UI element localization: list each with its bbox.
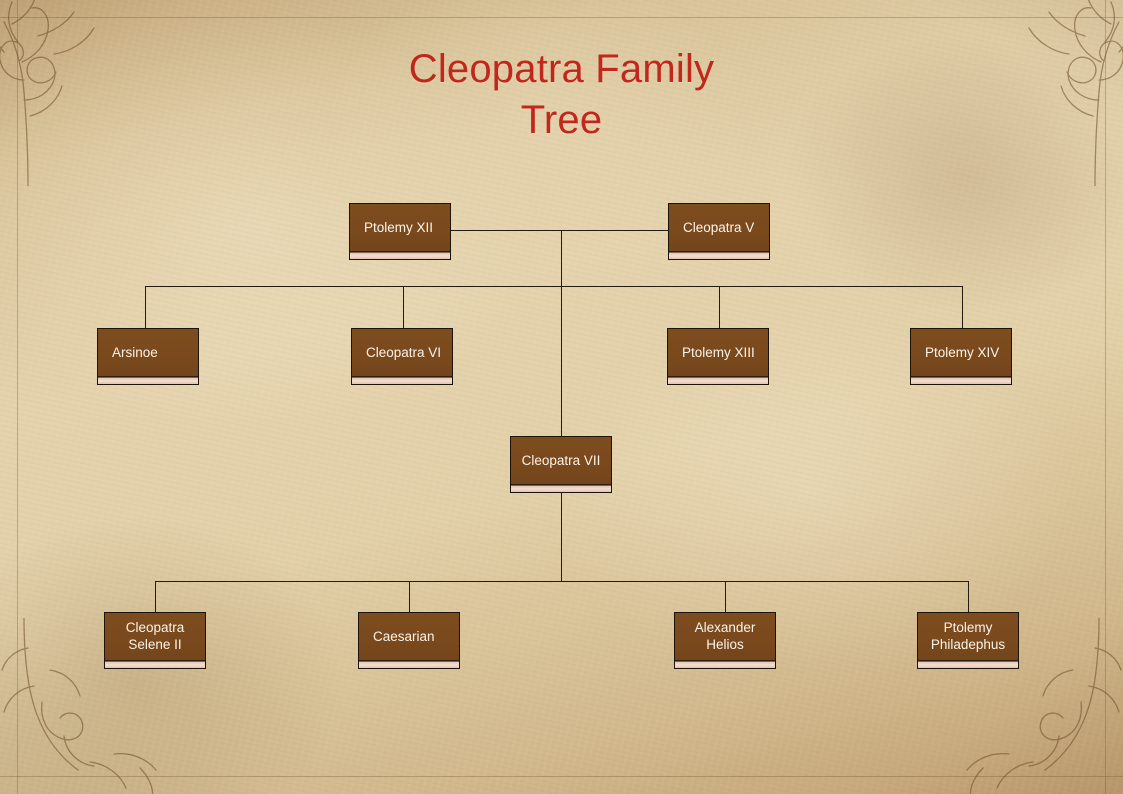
node-label: Caesarian [373,628,435,644]
node-cleopatra-vii[interactable]: Cleopatra VII [510,436,612,493]
connector-drop-ptolemy-xiv [962,286,963,328]
node-alexander-helios[interactable]: Alexander Helios [674,612,776,669]
node-label: Cleopatra V [683,219,755,235]
connector-drop-ptolemy-xiii [719,286,720,328]
connector-marriage-horizontal [450,230,672,231]
node-caesarian[interactable]: Caesarian [358,612,460,669]
connector-drop-cleopatra-vi [403,286,404,328]
node-label: Arsinoe [112,344,158,360]
node-cleopatra-vi[interactable]: Cleopatra VI [351,328,453,385]
node-label: Ptolemy Philadephus [930,620,1006,652]
node-label: Alexander Helios [694,620,756,652]
frame-rule-bottom [0,776,1123,777]
node-cleopatra-selene-ii[interactable]: Cleopatra Selene II [104,612,206,669]
node-label: Ptolemy XIV [925,344,1000,360]
node-ptolemy-xii[interactable]: Ptolemy XII [349,203,451,260]
frame-rule-top [0,17,1123,18]
connector-drop-ptolemy-philadephus [968,581,969,612]
page-title: Cleopatra Family Tree [408,47,715,142]
connector-drop-caesarian [409,581,410,612]
node-arsinoe[interactable]: Arsinoe [97,328,199,385]
connector-child-bus [155,581,969,582]
connector-drop-arsinoe [145,286,146,328]
node-cleopatra-v[interactable]: Cleopatra V [668,203,770,260]
node-label: Cleopatra Selene II [125,620,185,652]
connector-drop-cleopatra-selene-ii [155,581,156,612]
connector-cleopatra-vii-drop [561,492,562,581]
node-ptolemy-xiv[interactable]: Ptolemy XIV [910,328,1012,385]
node-label: Cleopatra VII [521,452,601,468]
node-label: Ptolemy XIII [682,344,755,360]
connector-sibling-bus [145,286,962,287]
node-ptolemy-philadephus[interactable]: Ptolemy Philadephus [917,612,1019,669]
node-label: Ptolemy XII [364,219,434,235]
connector-marriage-drop [561,230,562,436]
connector-drop-alexander-helios [725,581,726,612]
node-ptolemy-xiii[interactable]: Ptolemy XIII [667,328,769,385]
node-label: Cleopatra VI [366,344,442,360]
